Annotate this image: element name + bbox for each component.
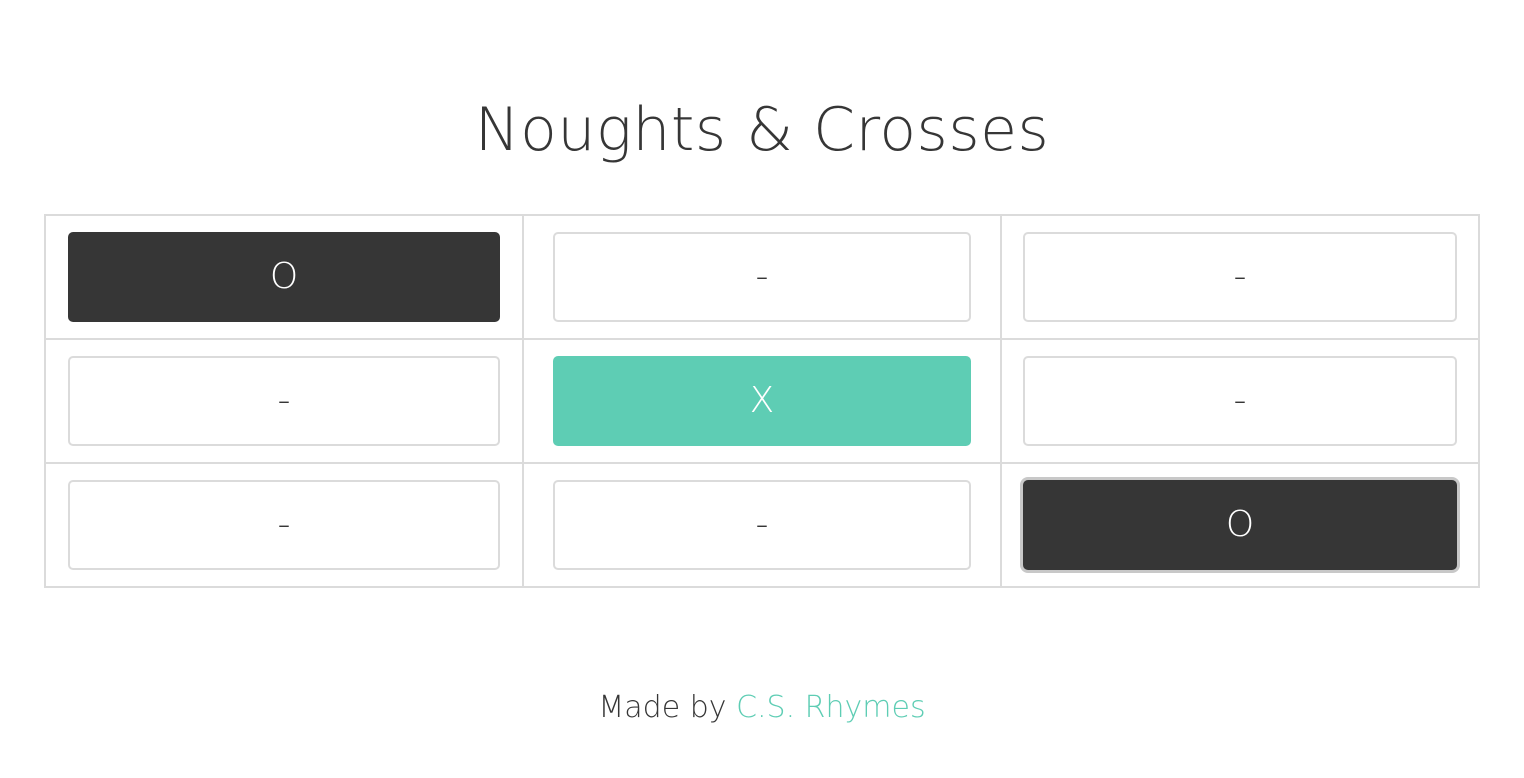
board-cell: - (1000, 214, 1480, 340)
author-link[interactable]: C.S. Rhymes (736, 690, 926, 725)
board-cell: - (44, 338, 524, 464)
board-cell: O (1000, 462, 1480, 588)
board-row-1: O - - (44, 214, 1480, 340)
cell-button-r2c1[interactable]: - (68, 356, 500, 446)
board-cell: - (522, 462, 1002, 588)
board-row-3: - - O (44, 462, 1480, 588)
game-board: O - - - X - (44, 214, 1480, 588)
page-title: Noughts & Crosses (474, 95, 1050, 165)
board-row-2: - X - (44, 338, 1480, 464)
cell-button-r1c1[interactable]: O (68, 232, 500, 322)
board-cell: X (522, 338, 1002, 464)
board-cell: - (1000, 338, 1480, 464)
cell-button-r2c3[interactable]: - (1023, 356, 1457, 446)
board-cell: - (44, 462, 524, 588)
cell-button-r3c3[interactable]: O (1023, 480, 1457, 570)
cell-button-r1c2[interactable]: - (553, 232, 971, 322)
cell-button-r2c2[interactable]: X (553, 356, 971, 446)
footer: Made by C.S. Rhymes (0, 688, 1524, 728)
cell-button-r3c2[interactable]: - (553, 480, 971, 570)
footer-prefix: Made by (598, 690, 727, 725)
board-cell: O (44, 214, 524, 340)
board-cell: - (522, 214, 1002, 340)
cell-button-r1c3[interactable]: - (1023, 232, 1457, 322)
cell-button-r3c1[interactable]: - (68, 480, 500, 570)
